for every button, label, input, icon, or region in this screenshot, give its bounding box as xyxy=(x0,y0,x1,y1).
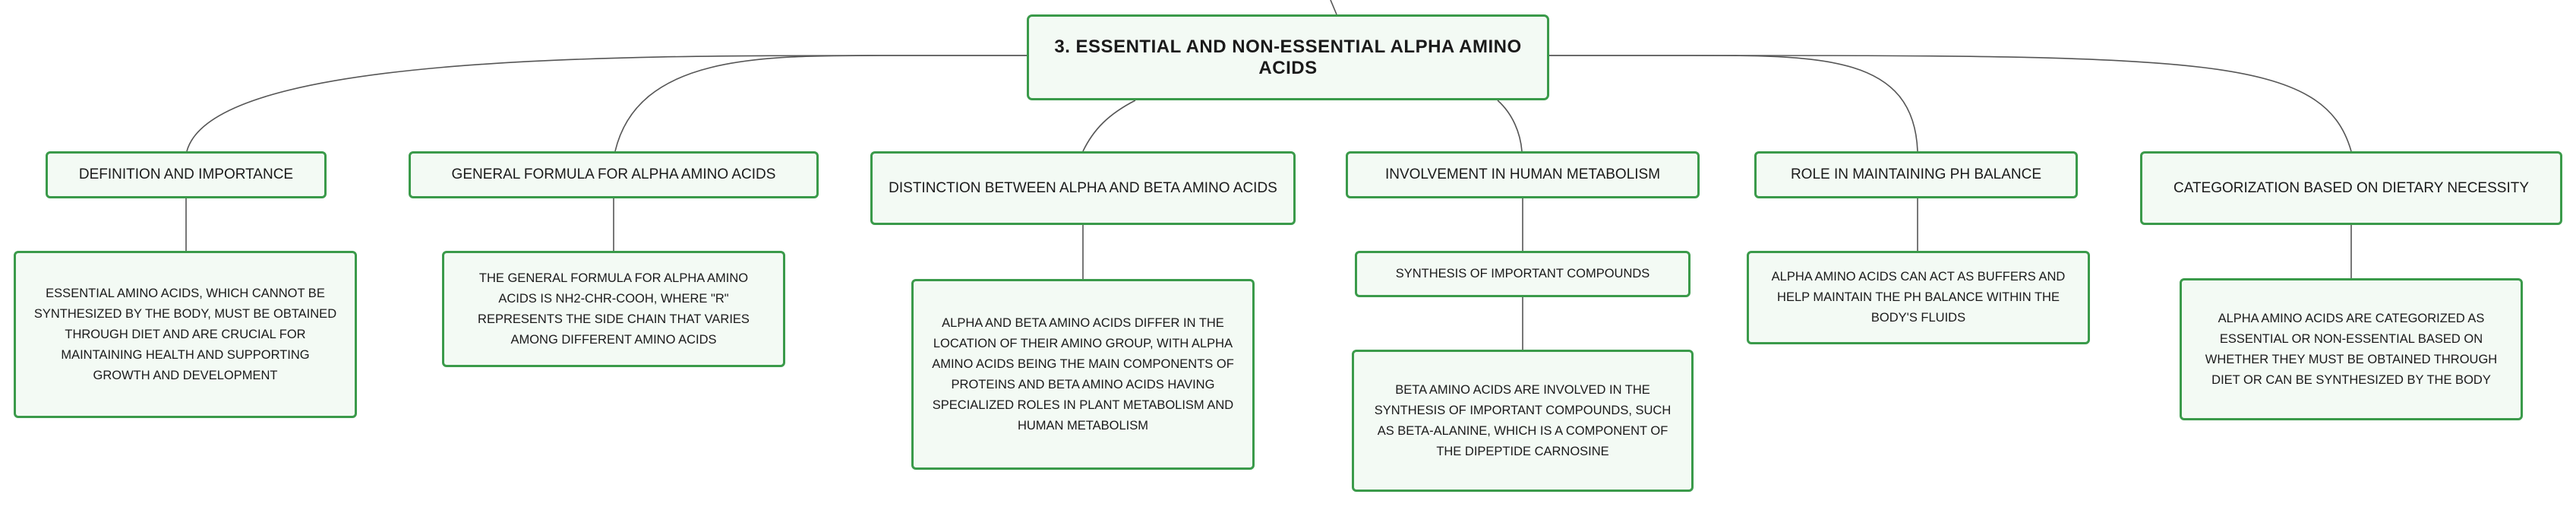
link-root-formula xyxy=(614,55,1027,152)
link-root-categorization xyxy=(1548,55,2352,152)
topic-human-metabolism[interactable]: INVOLVEMENT IN HUMAN METABOLISM xyxy=(1346,151,1700,198)
topic-ph-balance[interactable]: ROLE IN MAINTAINING PH BALANCE xyxy=(1754,151,2078,198)
detail-general-formula[interactable]: THE GENERAL FORMULA FOR ALPHA AMINO ACID… xyxy=(442,251,785,367)
root-top-connector xyxy=(1330,0,1337,15)
topic-distinction-alpha-beta[interactable]: DISTINCTION BETWEEN ALPHA AND BETA AMINO… xyxy=(870,151,1296,225)
link-root-ph xyxy=(1548,55,1918,152)
topic-dietary-necessity[interactable]: CATEGORIZATION BASED ON DIETARY NECESSIT… xyxy=(2140,151,2562,225)
link-root-metabolism xyxy=(1497,100,1523,152)
topic-definition-and-importance[interactable]: DEFINITION AND IMPORTANCE xyxy=(46,151,327,198)
detail-synthesis-of-compounds[interactable]: SYNTHESIS OF IMPORTANT COMPOUNDS xyxy=(1355,251,1690,297)
topic-general-formula[interactable]: GENERAL FORMULA FOR ALPHA AMINO ACIDS xyxy=(409,151,819,198)
detail-definition[interactable]: ESSENTIAL AMINO ACIDS, WHICH CANNOT BE S… xyxy=(14,251,357,418)
detail-ph-balance[interactable]: ALPHA AMINO ACIDS CAN ACT AS BUFFERS AND… xyxy=(1747,251,2090,344)
root-node[interactable]: 3. ESSENTIAL AND NON-ESSENTIAL ALPHA AMI… xyxy=(1027,14,1549,100)
link-root-distinction xyxy=(1082,100,1136,152)
link-root-definition xyxy=(186,55,1027,152)
detail-distinction[interactable]: ALPHA AND BETA AMINO ACIDS DIFFER IN THE… xyxy=(911,279,1255,470)
detail-dietary-necessity[interactable]: ALPHA AMINO ACIDS ARE CATEGORIZED AS ESS… xyxy=(2180,278,2523,420)
detail-beta-amino-acids[interactable]: BETA AMINO ACIDS ARE INVOLVED IN THE SYN… xyxy=(1352,350,1694,492)
